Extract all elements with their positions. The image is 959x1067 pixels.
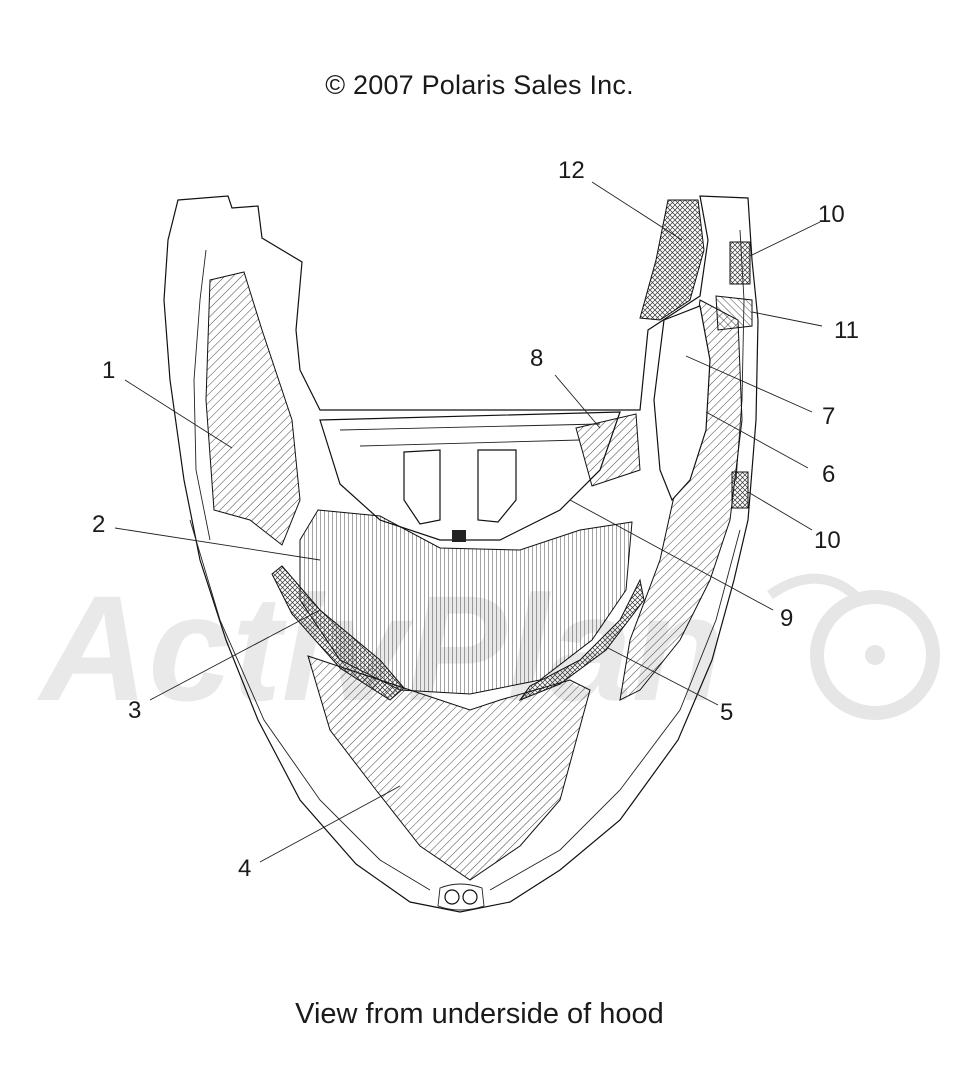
vent-right	[477, 449, 517, 523]
leader-1	[124, 379, 233, 449]
decal-4	[307, 655, 591, 881]
callout-3: 3	[128, 697, 141, 724]
callout-11: 11	[834, 317, 859, 344]
leader-6	[705, 411, 809, 469]
nose-light-right	[462, 889, 478, 905]
callout-10-lower: 10	[814, 527, 841, 554]
callout-2: 2	[92, 511, 105, 538]
decal-1	[205, 271, 301, 546]
hood-cavity	[319, 411, 621, 542]
callout-6: 6	[822, 461, 835, 488]
copyright-text: © 2007 Polaris Sales Inc.	[325, 70, 634, 100]
leader-lines	[114, 181, 823, 863]
leader-4	[259, 785, 401, 863]
callout-5: 5	[720, 699, 733, 726]
leader-12	[591, 181, 683, 241]
vent-left	[403, 449, 441, 525]
hood-body	[163, 195, 759, 913]
callout-labels: 1 2 3 4 5 6 7 8 9 10 10 11 12	[92, 157, 859, 882]
callout-9: 9	[780, 605, 793, 632]
watermark-fork	[767, 573, 864, 604]
nose-light-left	[444, 889, 460, 905]
diagram-caption: View from underside of hood	[295, 998, 664, 1030]
callout-4: 4	[238, 855, 251, 882]
callout-12: 12	[558, 157, 585, 184]
decal-8	[575, 413, 641, 487]
leader-10a	[749, 221, 821, 257]
decal-11	[715, 295, 753, 331]
leader-10b	[747, 491, 813, 531]
decal-10-upper	[729, 241, 751, 285]
leader-7	[685, 355, 813, 413]
leader-5	[607, 647, 719, 706]
nose-light-housing	[437, 883, 485, 911]
decal-7	[653, 305, 711, 502]
leader-11	[751, 311, 823, 327]
callout-10-upper: 10	[818, 201, 845, 228]
callout-1: 1	[102, 357, 115, 384]
watermark-hub	[865, 645, 885, 665]
leader-8	[554, 374, 601, 429]
leader-3	[149, 609, 321, 701]
decal-12	[639, 199, 705, 321]
center-clip	[452, 530, 466, 542]
decal-10-lower	[731, 471, 749, 509]
leader-2	[114, 527, 321, 561]
callout-7: 7	[822, 403, 835, 430]
callout-8: 8	[530, 345, 543, 372]
watermark-wheel	[810, 590, 940, 720]
leader-9	[569, 499, 774, 611]
